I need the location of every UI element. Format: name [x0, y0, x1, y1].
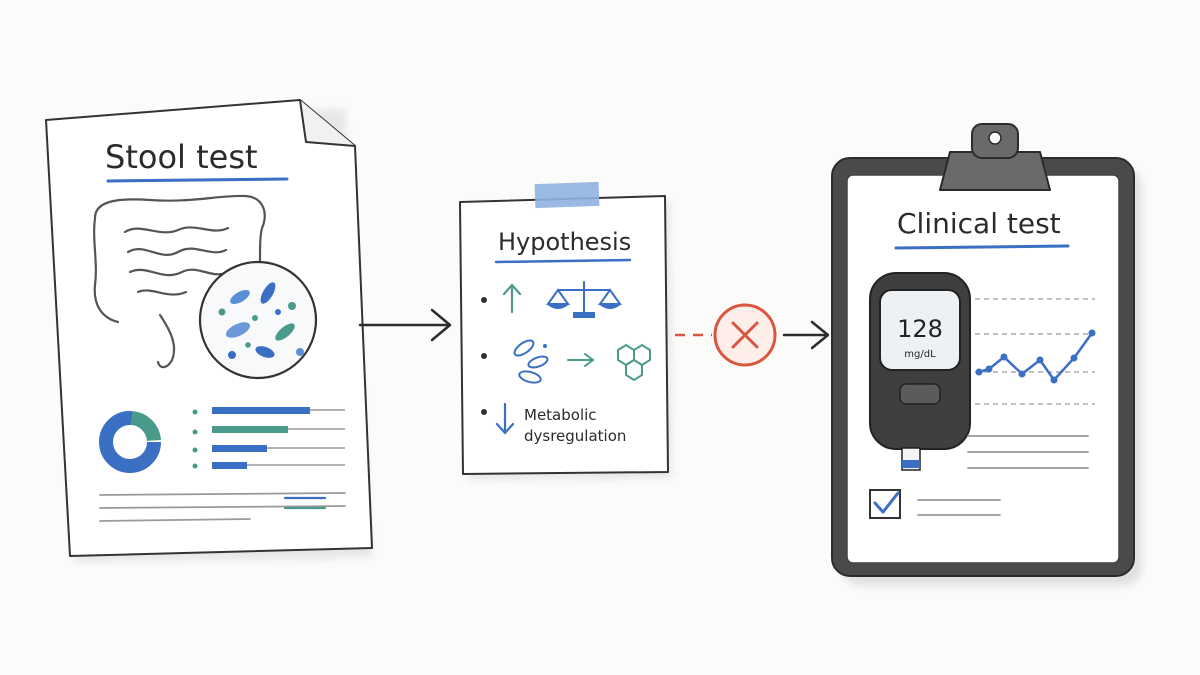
- x-circle-icon: [713, 303, 777, 367]
- clinical-test-clipboard: Clinical test 128 mg/dL: [831, 123, 1142, 586]
- stool-test-document: Stool test: [45, 99, 373, 562]
- right-arrow-icon: [567, 353, 595, 367]
- glucose-value: 128: [897, 315, 943, 343]
- text-lines: [99, 492, 346, 522]
- report-bars: [192, 407, 345, 469]
- hypothesis-title: Hypothesis: [498, 228, 631, 256]
- down-arrow-icon: [495, 402, 515, 435]
- clinical-test-title: Clinical test: [897, 207, 1061, 240]
- stool-test-title: Stool test: [105, 138, 258, 176]
- report-lines: [917, 435, 1089, 516]
- metabolic-text-line1: Metabolic: [524, 406, 597, 424]
- glucose-meter-icon: 128 mg/dL: [869, 272, 971, 471]
- title-underline: [494, 258, 632, 264]
- checkbox-checked-icon: [869, 489, 901, 519]
- tape-strip: [534, 181, 600, 209]
- clipboard-clip: [939, 123, 1051, 191]
- arrow-to-hypothesis: [358, 308, 452, 342]
- molecule-icon: [617, 343, 651, 382]
- title-underline: [894, 244, 1070, 250]
- failed-link: [675, 303, 830, 367]
- trend-line-graph: [975, 298, 1096, 405]
- intestine-icon: [93, 194, 266, 369]
- microbiome-magnifier: [198, 260, 318, 380]
- glucose-unit: mg/dL: [904, 349, 936, 360]
- bacteria-icon: [513, 339, 549, 384]
- up-arrow-icon: [502, 283, 522, 314]
- metabolic-text-line2: dysregulation: [524, 427, 626, 445]
- hypothesis-card: Hypothesis: [459, 181, 672, 480]
- title-underline: [106, 177, 289, 183]
- arrow-to-clinical: [782, 320, 830, 350]
- donut-chart-icon: [99, 411, 161, 473]
- balance-scale-icon: [546, 281, 622, 318]
